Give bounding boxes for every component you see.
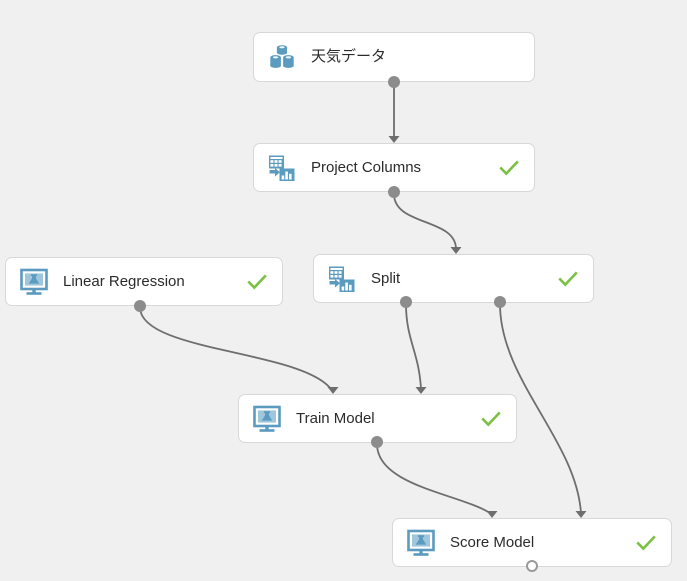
ml-algorithm-icon bbox=[253, 405, 281, 432]
ml-algorithm-icon bbox=[20, 268, 48, 295]
split-node[interactable]: Split bbox=[313, 254, 594, 303]
status-check-icon bbox=[499, 159, 519, 175]
node-label: 天気データ bbox=[311, 48, 387, 65]
edge-project-columns-to-split bbox=[393, 193, 462, 254]
project-columns-node[interactable]: Project Columns bbox=[253, 143, 535, 192]
edge-arrowhead bbox=[327, 387, 339, 394]
node-label: Split bbox=[371, 269, 401, 287]
node-label: Linear Regression bbox=[63, 272, 185, 290]
train-model-node[interactable]: Train Model bbox=[238, 394, 517, 443]
edge-weather-data-to-project-columns bbox=[388, 84, 400, 143]
edge-linear-regression-to-train-model bbox=[139, 307, 339, 394]
edge-split-left-to-train-model bbox=[405, 303, 427, 394]
edge-arrowhead bbox=[575, 511, 587, 518]
data-transform-icon bbox=[269, 155, 295, 181]
node-label: Score Model bbox=[450, 533, 535, 551]
status-check-icon bbox=[247, 273, 267, 289]
output-port-linear-regression[interactable] bbox=[134, 300, 146, 312]
edge-arrowhead bbox=[415, 387, 427, 394]
output-port-train-model[interactable] bbox=[371, 436, 383, 448]
output-port-split-left[interactable] bbox=[400, 296, 412, 308]
edge-arrowhead bbox=[486, 511, 498, 518]
dataset-node[interactable]: 天気データ bbox=[253, 32, 535, 82]
ml-algorithm-icon bbox=[407, 529, 435, 556]
data-transform-icon bbox=[329, 266, 355, 292]
dataset-cylinders-icon bbox=[270, 45, 294, 68]
node-label: Train Model bbox=[296, 409, 375, 427]
output-port-weather-data[interactable] bbox=[388, 76, 400, 88]
node-label: Project Columns bbox=[311, 158, 422, 176]
output-port-score-model[interactable] bbox=[526, 560, 538, 572]
edge-arrowhead bbox=[450, 247, 462, 254]
linear-regression-node[interactable]: Linear Regression bbox=[5, 257, 283, 306]
edge-arrowhead bbox=[388, 136, 400, 143]
edge-train-model-to-score-model bbox=[376, 443, 498, 518]
status-check-icon bbox=[481, 410, 501, 426]
status-check-icon bbox=[636, 534, 656, 550]
output-port-project-columns[interactable] bbox=[388, 186, 400, 198]
status-check-icon bbox=[558, 270, 578, 286]
output-port-split-right[interactable] bbox=[494, 296, 506, 308]
